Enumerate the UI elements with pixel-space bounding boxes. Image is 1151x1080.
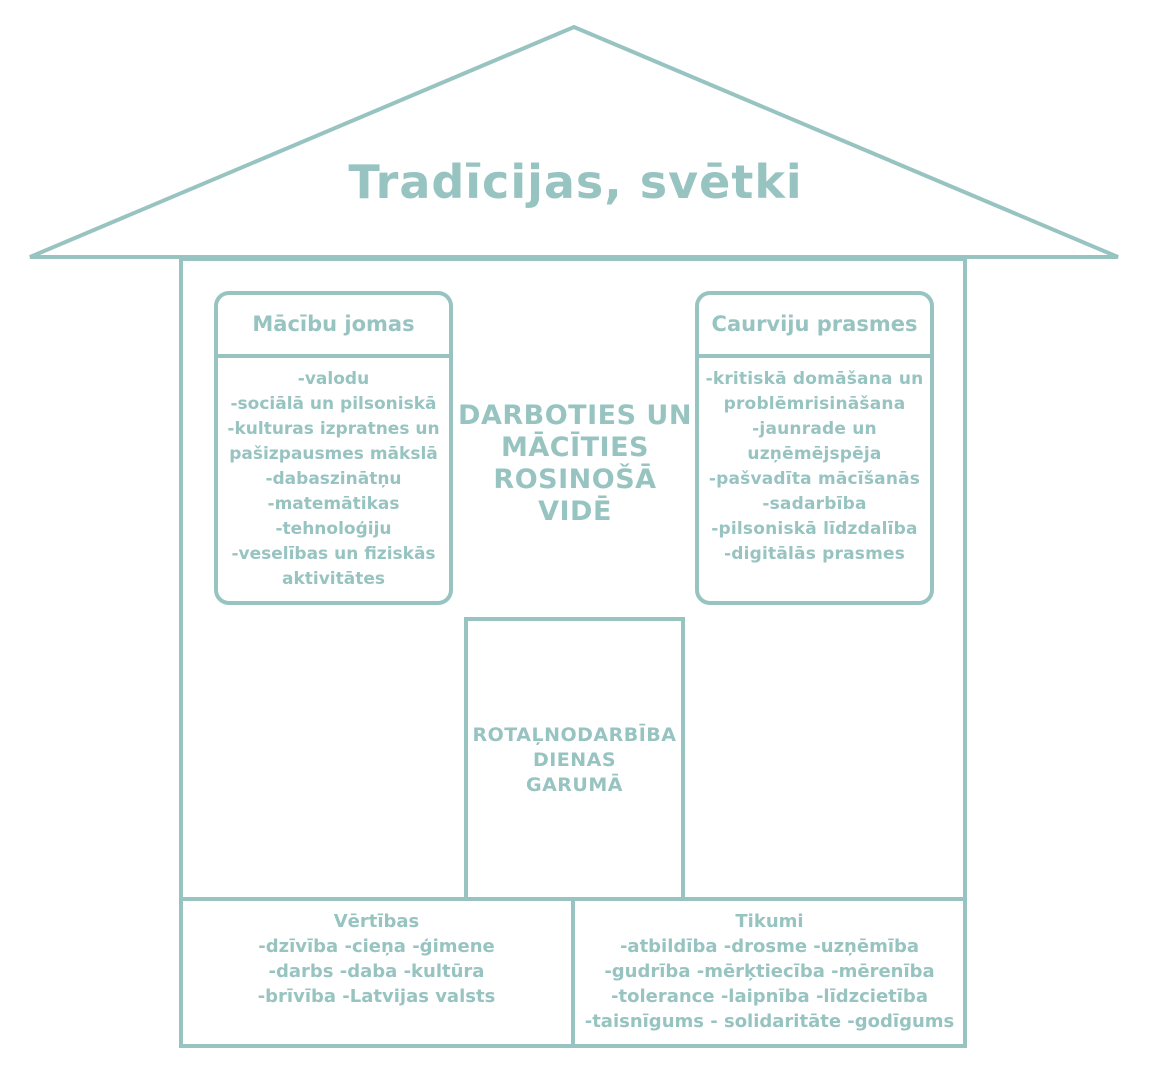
transversal-skill-item: -digitālās prasmes [723, 544, 906, 564]
transversal-skills-title: Caurviju prasmes [711, 312, 918, 336]
values-line: -darbs -daba -kultūra [268, 961, 485, 982]
transversal-skills-list: -kritiskā domāšana un problēmrisināšana … [697, 367, 932, 567]
virtues-title: Tikumi [735, 911, 804, 932]
center-slogan-line: ROSINOŠĀ VIDĒ [493, 464, 657, 527]
transversal-skill-item: -pašvadīta mācīšanās [708, 469, 921, 489]
learning-area-item: -matemātikas [267, 494, 400, 514]
center-slogan-line: DARBOTIES UN [458, 400, 692, 431]
learning-area-item: -tehnoloģiju [275, 519, 392, 539]
learning-area-item: -sociālā un pilsoniskā [230, 394, 437, 414]
values-title: Vērtības [333, 911, 420, 932]
learning-area-item: -veselības un fiziskās [231, 544, 436, 564]
learning-area-item: pašizpausmes mākslā [229, 444, 438, 464]
transversal-skill-item: -jaunrade un [752, 419, 877, 439]
transversal-skill-item: uzņēmējspēja [747, 444, 882, 464]
virtues-line: -tolerance -laipnība -līdzcietība [611, 986, 928, 1007]
center-slogan: DARBOTIES UN MĀCĪTIES ROSINOŠĀ VIDĒ [455, 400, 695, 528]
learning-area-item: -dabaszinātņu [265, 469, 402, 489]
door-label: ROTAĻNODARBĪBA DIENAS GARUMĀ [466, 723, 683, 798]
learning-area-item: -valodu [297, 369, 370, 389]
values-block: Vērtības -dzīvība -cieņa -ģimene -darbs … [181, 909, 572, 1009]
transversal-skills-window [695, 291, 934, 605]
door-label-line: ROTAĻNODARBĪBA [472, 724, 677, 746]
roof-shape [29, 24, 1119, 259]
values-line: -brīvība -Latvijas valsts [257, 986, 496, 1007]
learning-areas-title: Mācību jomas [252, 312, 415, 336]
transversal-skill-item: -sadarbība [762, 494, 867, 514]
values-line: -dzīvība -cieņa -ģimene [258, 936, 495, 957]
door-label-line: DIENAS [532, 749, 617, 771]
door-shape [464, 617, 685, 901]
virtues-line: -gudrība -mērķtiecība -mērenība [604, 961, 935, 982]
virtues-line: -taisnīgums - solidaritāte -godīgums [584, 1011, 955, 1032]
center-slogan-line: MĀCĪTIES [501, 432, 649, 463]
learning-areas-window [214, 291, 453, 605]
transversal-skill-item: -pilsoniskā līdzdalība [711, 519, 918, 539]
door-label-line: GARUMĀ [526, 774, 623, 796]
learning-area-item: -kulturas izpratnes un [227, 419, 440, 439]
learning-area-item: aktivitātes [281, 569, 385, 589]
transversal-skill-item: problēmrisināšana [723, 394, 906, 414]
virtues-line: -atbildība -drosme -uzņēmība [619, 936, 920, 957]
virtues-block: Tikumi -atbildība -drosme -uzņēmība -gud… [574, 909, 965, 1034]
learning-areas-list: -valodu -sociālā un pilsoniskā -kulturas… [216, 367, 451, 592]
transversal-skill-item: -kritiskā domāšana un [705, 369, 924, 389]
roof-title: Tradīcijas, svētki [348, 155, 803, 209]
